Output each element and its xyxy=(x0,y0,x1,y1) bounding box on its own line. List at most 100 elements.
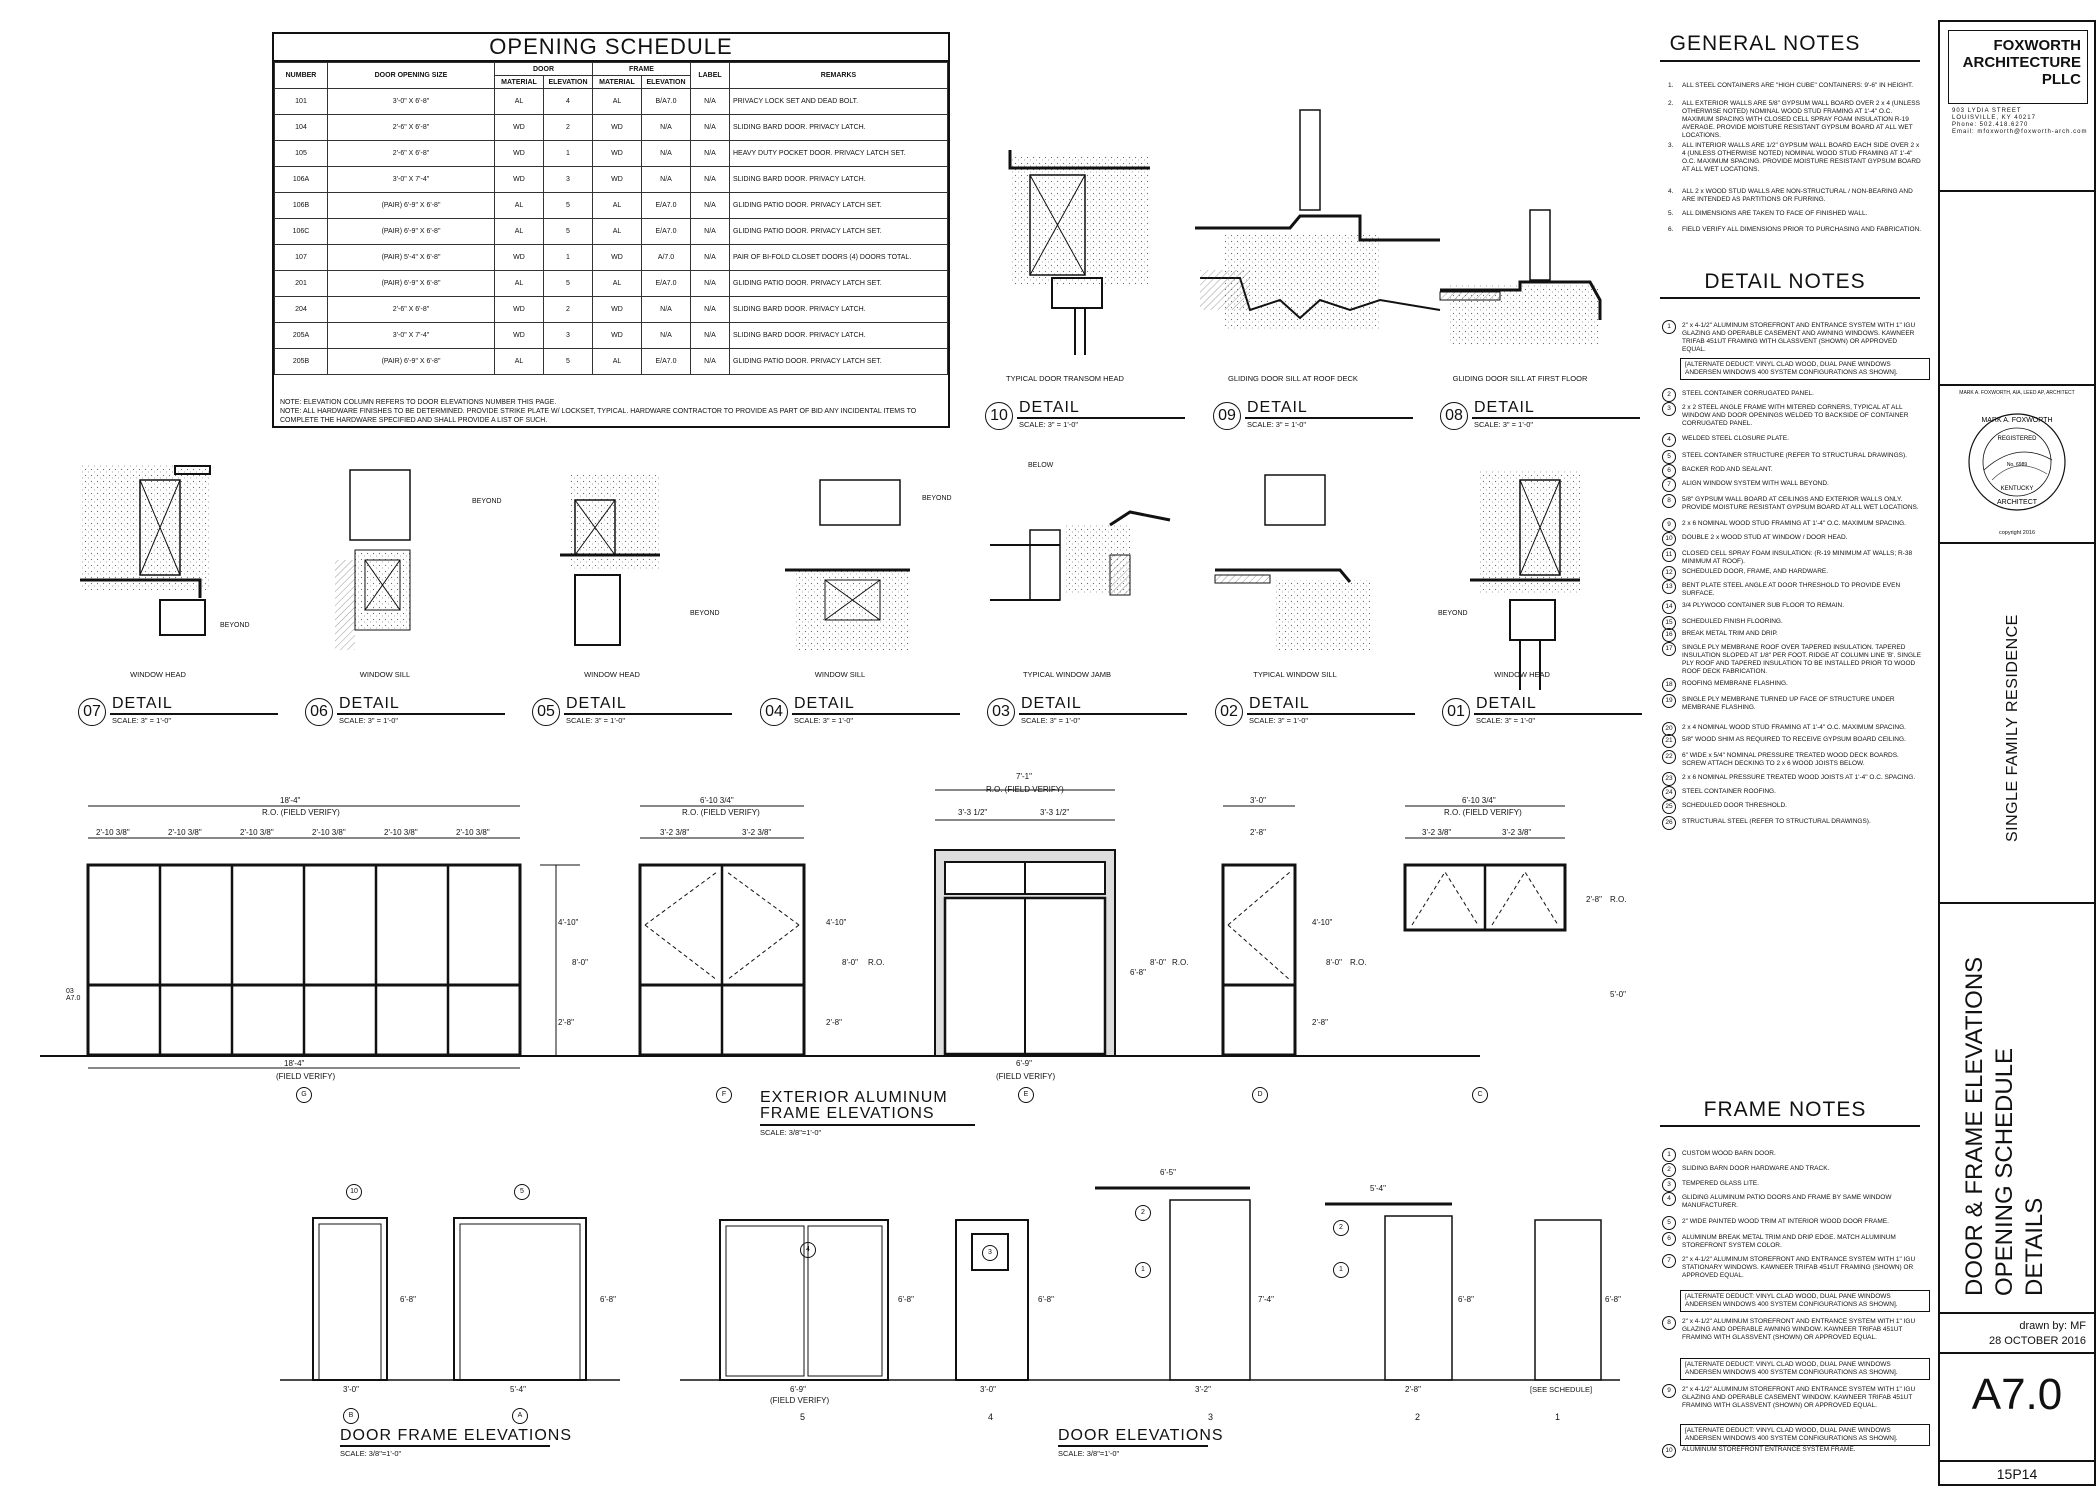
firm-email: Email: mfoxworth@foxworth-arch.com xyxy=(1952,129,2088,135)
schedule-cell: WD xyxy=(592,244,642,271)
detail-note-number: 23 xyxy=(1662,772,1676,786)
frame-note-text: ALUMINUM BREAK METAL TRIM AND DRIP EDGE.… xyxy=(1682,1234,1896,1249)
drawing-date: 28 OCTOBER 2016 xyxy=(1988,1335,2086,1347)
ext-elevations-scale: SCALE: 3/8"=1'-0" xyxy=(760,1128,822,1137)
frame-a-width: 5'-4" xyxy=(510,1385,526,1394)
schedule-cell: AL xyxy=(592,270,642,297)
detail-09-number: 09 xyxy=(1213,402,1241,430)
door-frame-elevations-title: DOOR FRAME ELEVATIONS xyxy=(340,1427,572,1444)
door-frame-a xyxy=(453,1217,587,1381)
schedule-cell: N/A xyxy=(641,322,691,349)
detail-08-title: DETAIL xyxy=(1474,399,1535,416)
elev-g-h1: 4'-10" xyxy=(558,918,579,927)
door-1-width: [SEE SCHEDULE] xyxy=(1530,1385,1593,1394)
schedule-cell: (PAIR) 6'-9" X 6'-8" xyxy=(327,348,495,375)
detail-03-number: 03 xyxy=(987,698,1015,726)
elev-e-h2: 8'-0" xyxy=(1150,958,1166,967)
schedule-cell: 106C xyxy=(274,218,328,245)
general-note-text: ALL INTERIOR WALLS ARE 1/2" GYPSUM WALL … xyxy=(1682,142,1921,173)
detail-note-number: 1 xyxy=(1662,320,1676,334)
detail-03-drawing xyxy=(990,510,1171,601)
detail-note-number: 16 xyxy=(1662,628,1676,642)
detail-note-text: 2 x 6 NOMINAL WOOD STUD FRAMING AT 1'-4"… xyxy=(1682,520,1906,527)
sheet-title-3: DETAILS xyxy=(2021,1197,2048,1296)
door-4-width: 3'-0" xyxy=(980,1385,996,1394)
schedule-cell: SLIDING BARD DOOR. PRIVACY LATCH. xyxy=(729,296,948,323)
firm-contact: 903 LYDIA STREET LOUISVILLE, KY 40217 Ph… xyxy=(1952,108,2087,136)
door-2-tag-2: 2 xyxy=(1333,1220,1349,1236)
detail-08-drawing xyxy=(1439,209,1602,345)
elev-g-ref-sheet: A7.0 xyxy=(66,995,81,1002)
elev-g-bay: 2'-10 3/8" xyxy=(384,828,418,837)
frame-note-number: 8 xyxy=(1662,1316,1676,1330)
below-note-03: BELOW xyxy=(1028,462,1054,469)
schedule-cell: 3'-0" X 6'-8" xyxy=(327,88,495,115)
detail-note-number: 8 xyxy=(1662,494,1676,508)
firm-address-1: 903 LYDIA STREET xyxy=(1952,108,2022,114)
elev-g-bottom-note: (FIELD VERIFY) xyxy=(276,1072,336,1081)
frame-a-grid: A xyxy=(512,1408,528,1424)
detail-09-drawing xyxy=(1195,109,1441,330)
detail-note-number: 18 xyxy=(1662,678,1676,692)
detail-07-scale: SCALE: 3" = 1'-0" xyxy=(112,716,172,725)
detail-08-scale: SCALE: 3" = 1'-0" xyxy=(1474,420,1534,429)
detail-note-number: 26 xyxy=(1662,816,1676,830)
detail-notes-title: DETAIL NOTES xyxy=(1704,270,1866,293)
general-note: 3.ALL INTERIOR WALLS ARE 1/2" GYPSUM WAL… xyxy=(1668,142,1922,174)
schedule-cell: AL xyxy=(592,218,642,245)
detail-note-number: 22 xyxy=(1662,750,1676,764)
detail-03-title: DETAIL xyxy=(1021,695,1082,712)
door-3-top: 6'-5" xyxy=(1160,1168,1176,1177)
beyond-note-05: BEYOND xyxy=(690,610,720,617)
elev-e-h1: 6'-8" xyxy=(1130,968,1146,977)
frame-b-tag: 10 xyxy=(346,1184,362,1200)
schedule-cell: 3 xyxy=(543,322,593,349)
elev-g-bay: 2'-10 3/8" xyxy=(312,828,346,837)
seal-caption: MARK A. FOXWORTH, AIA, LEED AP, ARCHITEC… xyxy=(1959,390,2075,396)
elev-d-width: 3'-0" xyxy=(1250,796,1266,805)
frame-note-text: 2" x 4-1/2" ALUMINUM STOREFRONT AND ENTR… xyxy=(1682,1318,1916,1341)
elev-f-ro-v: R.O. xyxy=(868,958,885,967)
door-frame-elevations-scale: SCALE: 3/8"=1'-0" xyxy=(340,1449,402,1458)
door-5-height: 6'-8" xyxy=(898,1295,914,1304)
detail-09-label: 09 DETAIL SCALE: 3" = 1'-0" xyxy=(1213,399,1413,432)
schedule-cell: 3'-0" X 7'-4" xyxy=(327,322,495,349)
schedule-cell: SLIDING BARD DOOR. PRIVACY LATCH. xyxy=(729,114,948,141)
detail-02-scale: SCALE: 3" = 1'-0" xyxy=(1249,716,1309,725)
firm-name-2: ARCHITECTURE xyxy=(1962,54,2081,71)
schedule-note-2: NOTE: ALL HARDWARE FINISHES TO BE DETERM… xyxy=(280,408,917,424)
frame-note-text: CUSTOM WOOD BARN DOOR. xyxy=(1682,1150,1776,1157)
door-4-height: 6'-8" xyxy=(1038,1295,1054,1304)
sheet-number: A7.0 xyxy=(1971,1370,2063,1419)
frame-note-text: ALUMINUM STOREFRONT ENTRANCE SYSTEM FRAM… xyxy=(1682,1446,1856,1453)
schedule-cell: AL xyxy=(494,218,544,245)
seal-architect: ARCHITECT xyxy=(1997,499,2038,506)
door-5-tag: 4 xyxy=(800,1242,816,1258)
schedule-cell: N/A xyxy=(690,218,730,245)
elevation-g-frame xyxy=(86,805,580,1069)
schedule-cell: 205A xyxy=(274,322,328,349)
door-4 xyxy=(955,1219,1029,1381)
detail-note-number: 6 xyxy=(1662,464,1676,478)
schedule-cell: N/A xyxy=(690,296,730,323)
detail-04-title: DETAIL xyxy=(794,695,855,712)
door-2-height: 6'-8" xyxy=(1458,1295,1474,1304)
elev-c-bay-2: 3'-2 3/8" xyxy=(1502,828,1532,837)
detail-10-drawing xyxy=(1008,150,1150,355)
frame-note-text: 2" WIDE PAINTED WOOD TRIM AT INTERIOR WO… xyxy=(1682,1218,1889,1225)
